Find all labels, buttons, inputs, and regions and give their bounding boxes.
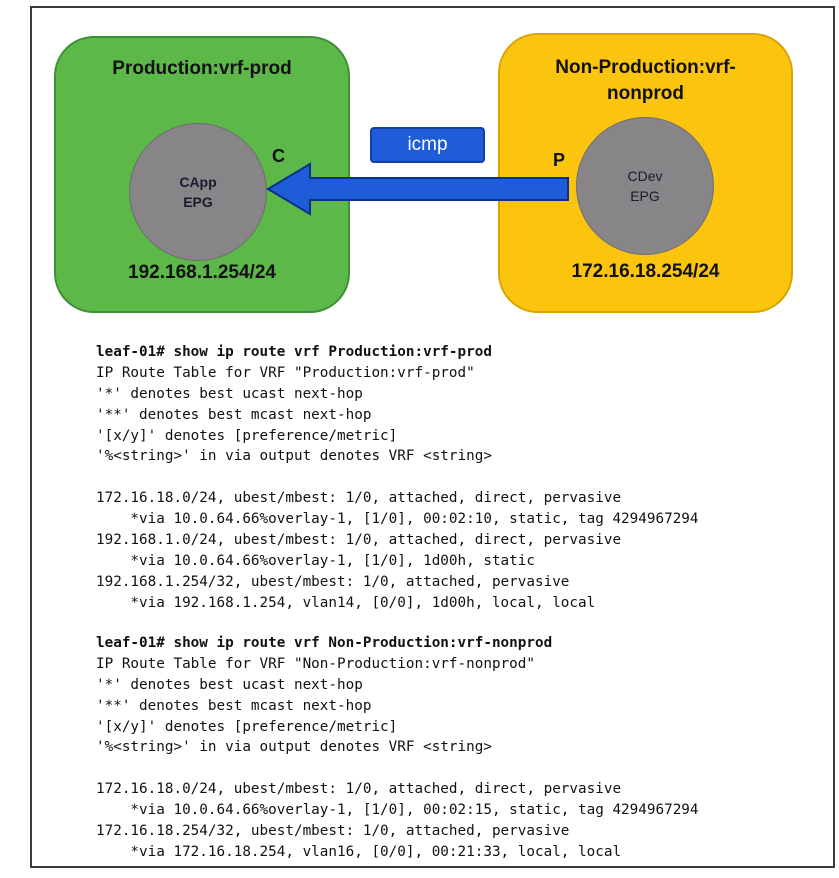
cli-output-line: '**' denotes best mcast next-hop	[96, 697, 372, 714]
cli-output-line: '[x/y]' denotes [preference/metric]	[96, 718, 398, 735]
cli-output-line: '%<string>' in via output denotes VRF <s…	[96, 448, 492, 465]
cli-command-line: leaf-01# show ip route vrf Production:vr…	[96, 344, 492, 360]
epg-capp-node: CApp EPG	[129, 123, 267, 261]
cli-output-line: *via 10.0.64.66%overlay-1, [1/0], 00:02:…	[96, 802, 699, 819]
cli-output-line: '**' denotes best mcast next-hop	[96, 406, 372, 423]
arrow-shape	[266, 162, 569, 216]
cli-output-line: '%<string>' in via output denotes VRF <s…	[96, 739, 492, 756]
vrf-nonproduction-title-line2: nonprod	[606, 83, 685, 104]
epg-capp-type: EPG	[183, 194, 213, 210]
vrf-nonproduction-subnet: 172.16.18.254/24	[571, 261, 720, 282]
cli-output-line: 192.168.1.0/24, ubest/mbest: 1/0, attach…	[96, 532, 622, 549]
epg-cdev-type: EPG	[630, 188, 660, 204]
cli-output-line: IP Route Table for VRF "Production:vrf-p…	[96, 364, 475, 381]
cli-output-line: *via 10.0.64.66%overlay-1, [1/0], 00:02:…	[96, 511, 699, 528]
cli-output-line: *via 172.16.18.254, vlan16, [0/0], 00:21…	[96, 843, 622, 860]
cli-output-line: 172.16.18.0/24, ubest/mbest: 1/0, attach…	[96, 781, 622, 798]
cli-output-line: '[x/y]' denotes [preference/metric]	[96, 427, 398, 444]
cli-output-line: '*' denotes best ucast next-hop	[96, 385, 363, 402]
cli-output-line: *via 192.168.1.254, vlan14, [0/0], 1d00h…	[96, 594, 596, 611]
cli-output-line: *via 10.0.64.66%overlay-1, [1/0], 1d00h,…	[96, 552, 535, 569]
vrf-nonproduction-title-line1: Non-Production:vrf-	[555, 57, 736, 78]
vrf-production-title: Production:vrf-prod	[112, 58, 292, 79]
cli-output-line: '*' denotes best ucast next-hop	[96, 676, 363, 693]
cli-output-line: IP Route Table for VRF "Non-Production:v…	[96, 655, 535, 672]
epg-capp-name: CApp	[179, 174, 217, 190]
cli-output-line	[96, 758, 699, 779]
vrf-nonproduction-title: Non-Production:vrf- nonprod	[500, 55, 791, 107]
cli-output-line: 192.168.1.254/32, ubest/mbest: 1/0, atta…	[96, 573, 570, 590]
provider-role-label: P	[553, 150, 566, 170]
epg-cdev-name: CDev	[627, 168, 663, 184]
cli-output-production: leaf-01# show ip route vrf Production:vr…	[96, 342, 699, 614]
cli-output-line: 172.16.18.254/32, ubest/mbest: 1/0, atta…	[96, 823, 570, 840]
cli-output-nonproduction: leaf-01# show ip route vrf Non-Productio…	[96, 633, 699, 863]
cli-output-line	[96, 467, 699, 488]
consumer-role-label: C	[272, 146, 285, 166]
epg-cdev-node: CDev EPG	[576, 117, 714, 255]
cli-output-line: 172.16.18.0/24, ubest/mbest: 1/0, attach…	[96, 490, 622, 507]
icmp-contract-label: icmp	[370, 127, 485, 163]
vrf-production-subnet: 192.168.1.254/24	[128, 262, 276, 283]
cli-command-line: leaf-01# show ip route vrf Non-Productio…	[96, 635, 553, 651]
